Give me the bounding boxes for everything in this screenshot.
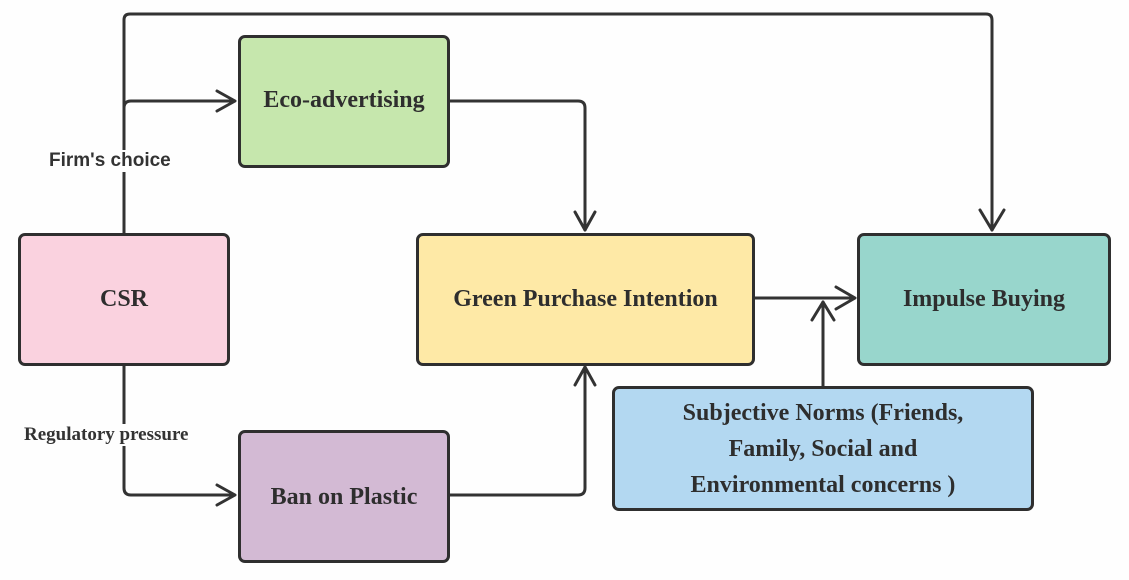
arrowhead-impulse-buying-top: [978, 208, 1006, 232]
node-ban-on-plastic: Ban on Plastic: [238, 430, 450, 563]
edge-csr-to-ban-on-plastic: [122, 364, 236, 497]
edge-label-firms-choice: Firm's choice: [47, 150, 173, 172]
arrowhead-gpi-top: [573, 210, 597, 232]
node-csr: CSR: [18, 233, 230, 366]
node-ban-on-plastic-label: Ban on Plastic: [270, 484, 418, 510]
node-eco-advertising-label: Eco-advertising: [263, 87, 425, 113]
arrowhead-moderation: [810, 300, 836, 322]
arrowhead-ban-on-plastic: [215, 483, 237, 507]
node-subjective-norms-label: Subjective Norms (Friends, Family, Socia…: [682, 399, 964, 498]
node-green-purchase-intention: Green Purchase Intention: [416, 233, 755, 366]
node-eco-advertising: Eco-advertising: [238, 35, 450, 168]
edge-ban-on-plastic-to-gpi: [447, 365, 587, 497]
node-green-purchase-intention-label: Green Purchase Intention: [453, 286, 718, 313]
edge-csr-to-impulse-buying: [122, 12, 994, 235]
arrowhead-eco-advertising: [215, 89, 237, 113]
arrowhead-impulse-buying-left: [834, 285, 857, 311]
arrowhead-gpi-bottom: [573, 365, 597, 387]
node-csr-label: CSR: [99, 286, 148, 313]
node-impulse-buying: Impulse Buying: [857, 233, 1111, 366]
node-impulse-buying-label: Impulse Buying: [902, 286, 1066, 313]
edge-eco-advertising-to-gpi: [447, 99, 587, 232]
node-subjective-norms: Subjective Norms (Friends, Family, Socia…: [612, 386, 1034, 511]
edge-csr-to-eco-advertising: [122, 99, 236, 110]
edge-label-regulatory-pressure: Regulatory pressure: [22, 424, 191, 446]
